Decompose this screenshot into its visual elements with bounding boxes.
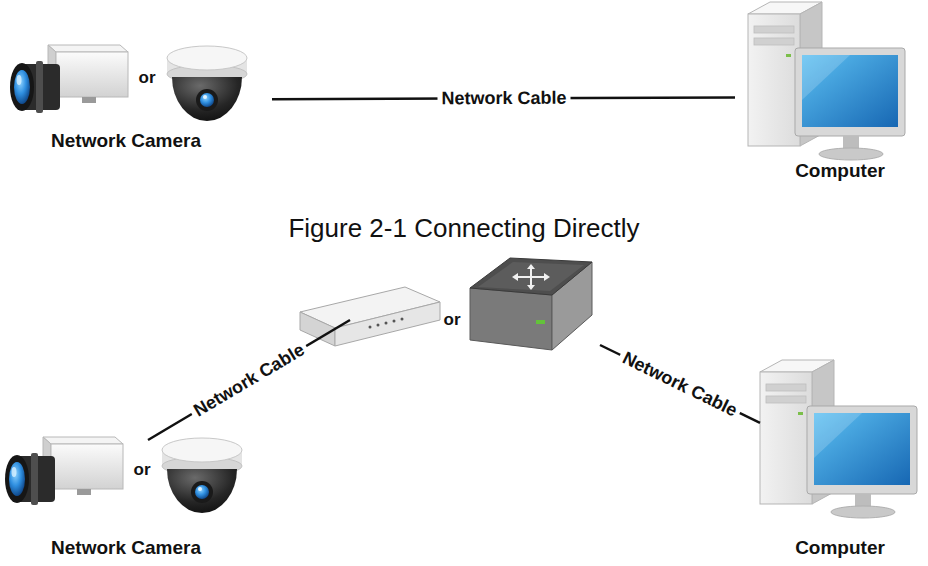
router-front [335,302,440,346]
or-label: or [139,68,156,88]
device-label: Network Camera [51,537,201,559]
switch-arrows [544,273,550,281]
router-side [300,312,335,346]
computer-group: Computer [760,355,920,563]
router-led [393,320,396,323]
switch-front [470,288,552,350]
or-label: or [134,460,151,480]
router-led [377,324,380,327]
router-led [401,318,404,321]
camera-group: Network Camera [10,45,272,165]
switch-arrows [527,285,535,290]
computer-icon [748,2,905,160]
switch-top [478,262,584,291]
camera-group: Network Camera [5,440,247,563]
switch-icon [470,258,592,350]
cable-label: Network Cable [186,337,312,424]
computer-icon [760,360,917,518]
router-led [385,322,388,325]
switch-arrows [516,267,546,287]
cable-label: Network Cable [615,345,744,423]
device-label: Computer [795,537,885,559]
switch-arrows [512,273,518,281]
device-label: Network Camera [51,130,201,152]
network-device-group: or [350,255,600,350]
network-cable [600,345,760,423]
network-cable [148,320,350,440]
device-label: Computer [795,160,885,182]
switch-led [536,320,545,324]
switch-arrows [527,264,535,269]
computer-group: Computer [735,0,910,186]
camera-icons [5,437,242,513]
router-led [369,326,372,329]
switch-top [470,258,592,295]
cable-label: Network Cable [437,87,570,109]
camera-icons [10,45,247,121]
figure-caption: Figure 2-1 Connecting Directly [288,213,639,244]
device-label: or [444,309,461,331]
